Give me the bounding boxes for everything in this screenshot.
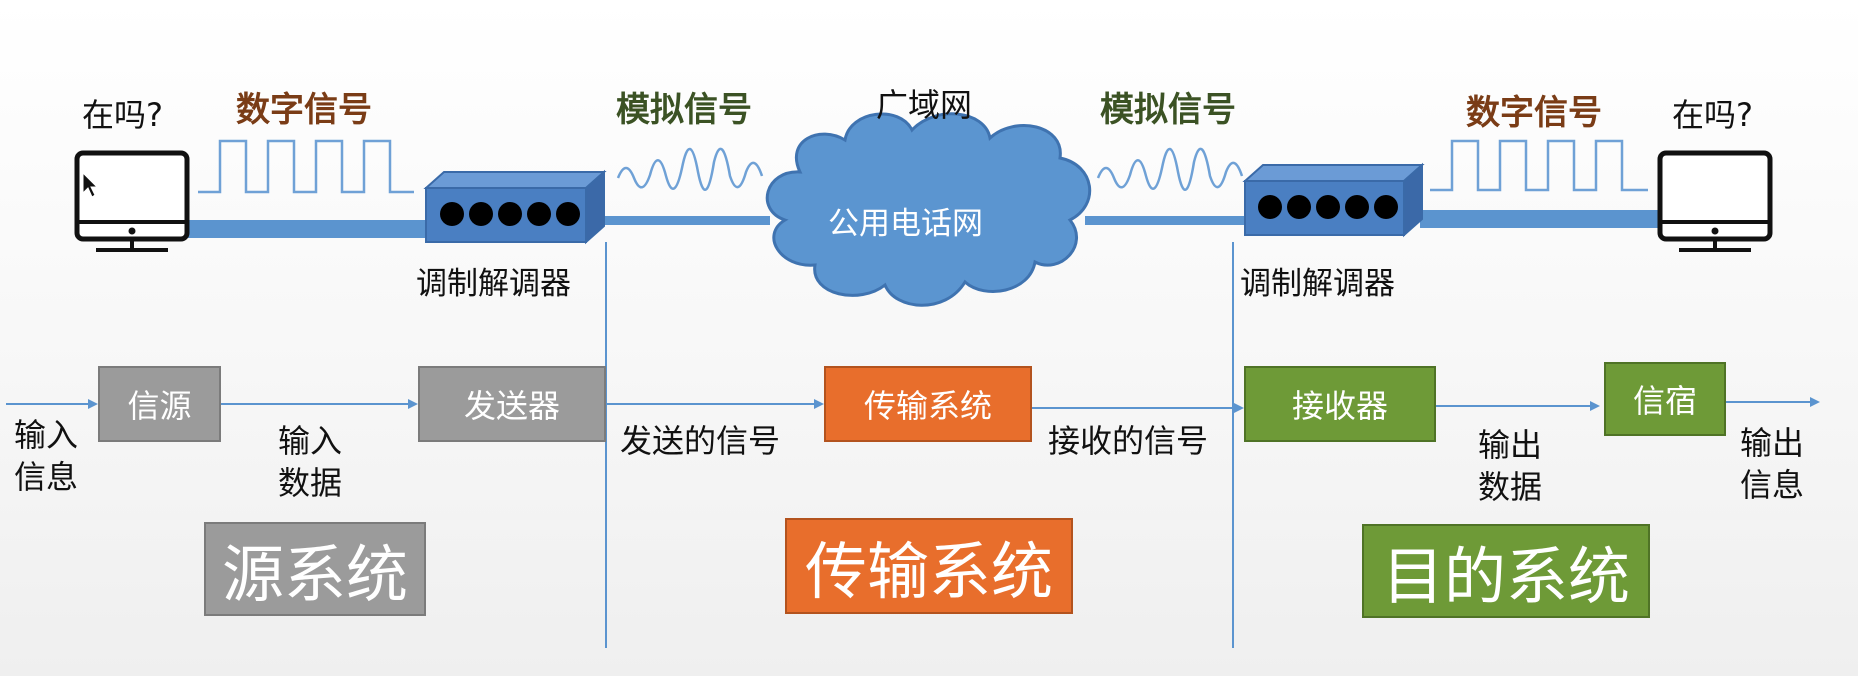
transmitter-box: 发送器 bbox=[418, 366, 606, 442]
question-right-label: 在吗? bbox=[1672, 96, 1753, 134]
analog-wave-right bbox=[1096, 147, 1244, 192]
digital-signal-left-label: 数字信号 bbox=[236, 90, 372, 130]
transmission-system-box: 传输系统 bbox=[824, 366, 1032, 442]
input-info-label: 输入 信息 bbox=[14, 416, 79, 496]
transmission-system-big-box: 传输系统 bbox=[785, 518, 1073, 614]
modem-right-icon bbox=[1242, 162, 1425, 238]
modem-right-label: 调制解调器 bbox=[1240, 266, 1395, 302]
received-signal-label: 接收的信号 bbox=[1048, 422, 1209, 460]
modem-left-label: 调制解调器 bbox=[416, 266, 571, 302]
destination-system-box: 目的系统 bbox=[1362, 524, 1650, 618]
cursor-icon bbox=[82, 171, 99, 198]
input-data-label: 输入 数据 bbox=[278, 422, 343, 502]
receiver-box: 接收器 bbox=[1244, 366, 1436, 442]
computer-right-icon bbox=[1657, 150, 1773, 252]
destination-box: 信宿 bbox=[1604, 362, 1726, 436]
analog-signal-right-label: 模拟信号 bbox=[1100, 90, 1236, 130]
computer-left-icon bbox=[74, 150, 190, 252]
link-left-computer-modem bbox=[188, 220, 428, 238]
link-modem-cloud-left bbox=[590, 216, 770, 225]
digital-signal-right-label: 数字信号 bbox=[1466, 93, 1602, 133]
link-right-modem-computer bbox=[1420, 210, 1660, 228]
analog-signal-left-label: 模拟信号 bbox=[616, 90, 752, 130]
cloud-icon bbox=[765, 112, 1092, 307]
question-left-label: 在吗? bbox=[82, 96, 163, 134]
output-data-label: 输出 数据 bbox=[1478, 426, 1543, 506]
source-system-box: 源系统 bbox=[204, 522, 426, 616]
digital-wave-left bbox=[198, 139, 414, 194]
sent-signal-label: 发送的信号 bbox=[620, 422, 781, 460]
wan-label: 广域网 bbox=[876, 86, 973, 124]
flow-arrows bbox=[6, 397, 1820, 413]
cloud-label: 公用电话网 bbox=[828, 206, 983, 242]
link-cloud-modem-right bbox=[1085, 216, 1250, 225]
analog-wave-left bbox=[616, 147, 764, 192]
modem-left-icon bbox=[423, 169, 607, 245]
source-box: 信源 bbox=[98, 366, 221, 442]
digital-wave-right bbox=[1430, 139, 1648, 192]
output-info-label: 输出 信息 bbox=[1740, 424, 1805, 504]
